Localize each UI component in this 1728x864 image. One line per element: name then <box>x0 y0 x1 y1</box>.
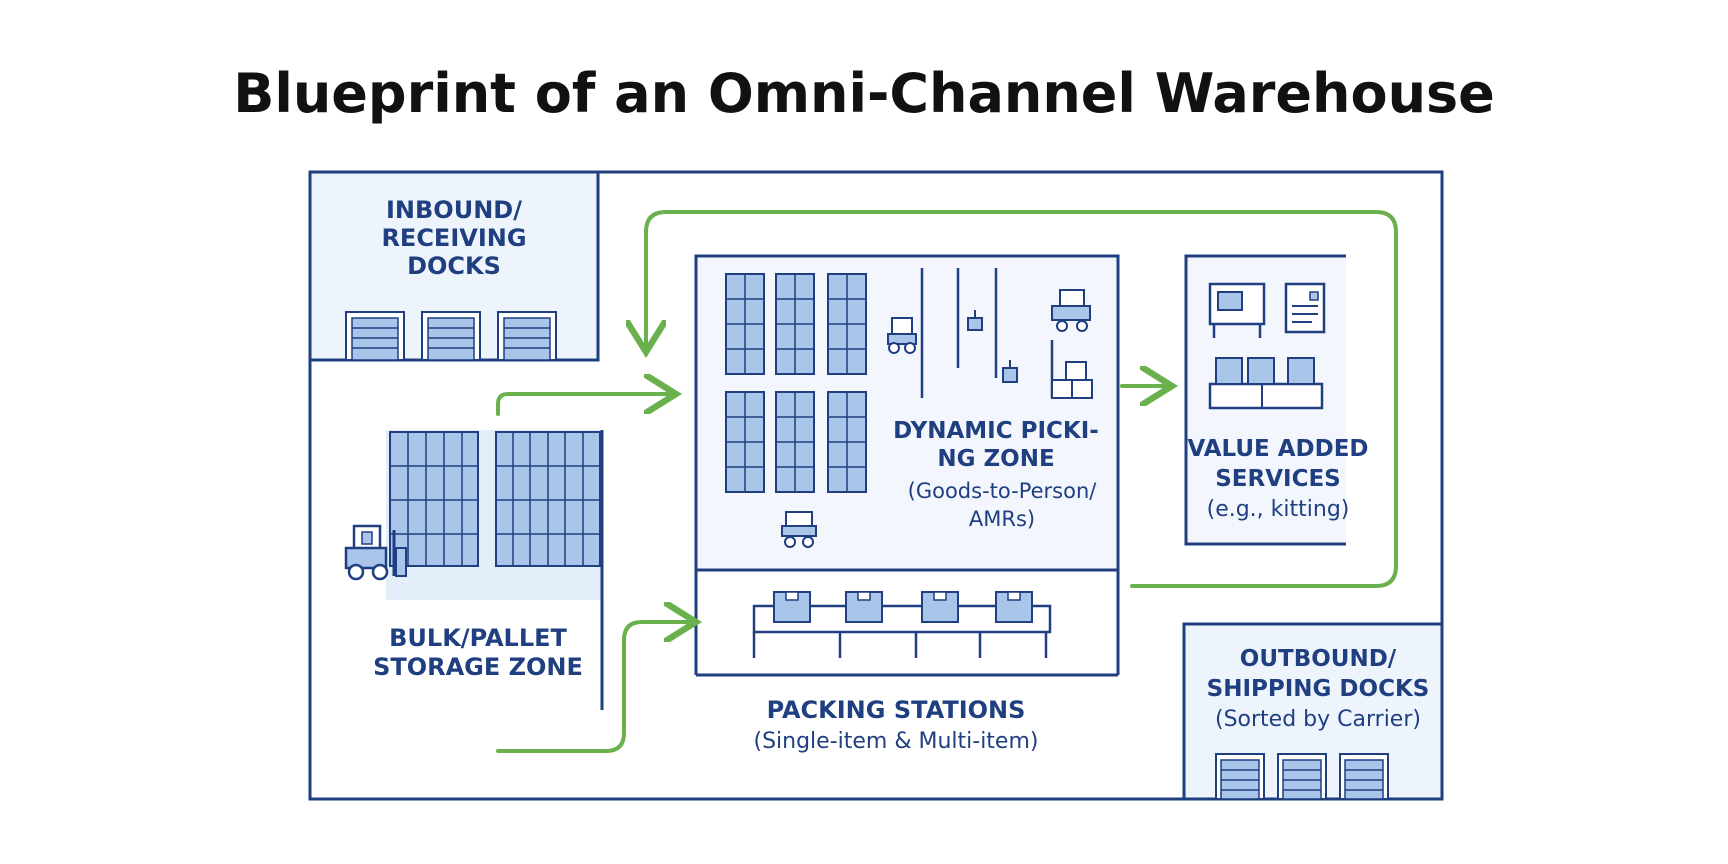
dock-door-icon <box>1215 753 1265 800</box>
dock-door-icon <box>345 311 405 361</box>
inbound-label-2: RECEIVING <box>381 224 526 252</box>
rack-icon <box>495 431 601 567</box>
amr-robot-icon <box>1002 360 1018 383</box>
packing-label-2: (Single-item & Multi-item) <box>753 729 1038 754</box>
page-title: Blueprint of an Omni-Channel Warehouse <box>233 62 1495 125</box>
material-flow-arrows <box>496 210 1398 753</box>
amr-robot-icon <box>967 310 983 331</box>
dock-door-icon <box>1339 753 1389 800</box>
aisle-lines <box>920 268 1054 398</box>
bulk-label-2: STORAGE ZONE <box>373 653 583 681</box>
rack-icon <box>827 391 867 493</box>
outbound-label-3: (Sorted by Carrier) <box>1215 707 1421 732</box>
document-icon <box>1284 282 1326 334</box>
box-icon <box>995 591 1033 623</box>
amr-robot-icon <box>1051 289 1091 332</box>
picking-label-4: AMRs) <box>969 507 1035 531</box>
value-added-services-zone: VALUE ADDED SERVICES (e.g., kitting) <box>1184 254 1369 546</box>
flow-arrow-icon <box>496 622 688 753</box>
picking-label-2: NG ZONE <box>937 446 1054 472</box>
vas-label-2: SERVICES <box>1215 466 1341 492</box>
box-icon <box>921 591 959 623</box>
box-icon <box>845 591 883 623</box>
inbound-label-3: DOCKS <box>407 252 501 280</box>
inbound-docks-zone: INBOUND/ RECEIVING DOCKS <box>308 170 600 362</box>
flow-arrow-icon <box>496 394 668 416</box>
vas-label-3: (e.g., kitting) <box>1207 497 1350 522</box>
picking-label-3: (Goods-to-Person/ <box>908 479 1098 503</box>
flow-arrow-icon <box>646 210 1398 588</box>
outbound-docks-zone: OUTBOUND/ SHIPPING DOCKS (Sorted by Carr… <box>1182 622 1444 801</box>
dynamic-picking-zone: DYNAMIC PICKI- NG ZONE (Goods-to-Person/… <box>694 254 1120 675</box>
forklift-icon <box>344 524 407 581</box>
rack-icon <box>775 273 815 375</box>
dock-door-icon <box>1277 753 1327 800</box>
packing-label-1: PACKING STATIONS <box>767 696 1026 724</box>
amr-robot-icon <box>781 511 817 548</box>
rack-icon <box>725 273 765 375</box>
kitting-table-icon <box>1208 357 1324 410</box>
bulk-storage-zone: BULK/PALLET STORAGE ZONE <box>344 430 604 710</box>
outbound-label-2: SHIPPING DOCKS <box>1207 676 1430 702</box>
rack-icon <box>389 431 479 567</box>
bulk-label-1: BULK/PALLET <box>389 624 567 652</box>
picking-label-1: DYNAMIC PICKI- <box>893 418 1099 444</box>
amr-robot-icon <box>887 317 917 354</box>
dock-door-icon <box>421 311 481 361</box>
packing-stations-zone: PACKING STATIONS (Single-item & Multi-it… <box>696 568 1118 754</box>
rack-icon <box>827 273 867 375</box>
rack-icon <box>775 391 815 493</box>
rack-icon <box>725 391 765 493</box>
inbound-label-1: INBOUND/ <box>386 196 522 224</box>
box-icon <box>1051 361 1093 399</box>
box-icon <box>773 591 811 623</box>
workstation-icon <box>1208 282 1266 338</box>
vas-label-1: VALUE ADDED <box>1187 436 1368 462</box>
dock-door-icon <box>497 311 557 361</box>
outbound-label-1: OUTBOUND/ <box>1240 646 1397 672</box>
